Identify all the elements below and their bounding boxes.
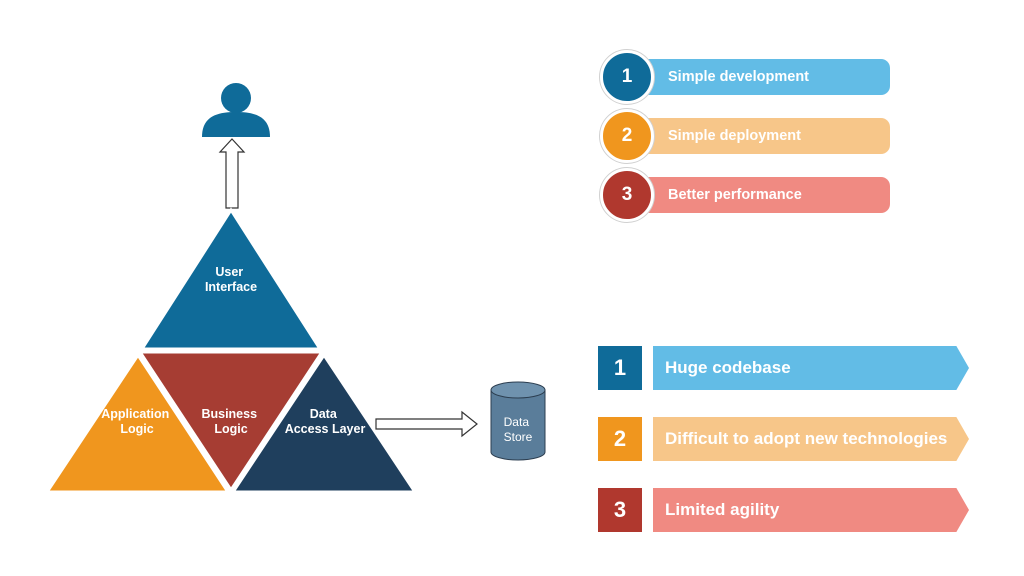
business-logic-label: Business Logic (201, 407, 260, 436)
advantage-number: 2 (600, 109, 654, 163)
user-interface-layer (139, 207, 323, 351)
advantage-bar: Better performance (640, 177, 890, 213)
disadvantage-bar: Limited agility (653, 488, 969, 532)
disadvantage-bar: Difficult to adopt new technologies (653, 417, 969, 461)
disadvantage-number: 2 (598, 417, 642, 461)
disadvantage-number: 3 (598, 488, 642, 532)
right-arrow-icon (375, 410, 478, 438)
business-logic-layer (137, 350, 325, 493)
advantage-bar: Simple deployment (640, 118, 890, 154)
up-arrow-icon (218, 138, 246, 209)
user-interface-label: User Interface (205, 265, 257, 294)
application-logic-label: Application Logic (101, 407, 173, 436)
data-access-layer-label: Data Access Layer (285, 407, 366, 436)
data-access-layer (230, 352, 418, 494)
disadvantage-bar: Huge codebase (653, 346, 969, 390)
advantage-number: 1 (600, 50, 654, 104)
advantage-bar: Simple development (640, 59, 890, 95)
application-logic-layer (44, 352, 231, 494)
data-store-label: Data Store (504, 415, 533, 444)
data-store-icon (490, 381, 546, 461)
disadvantage-number: 1 (598, 346, 642, 390)
user-icon (202, 83, 270, 137)
advantage-number: 3 (600, 168, 654, 222)
